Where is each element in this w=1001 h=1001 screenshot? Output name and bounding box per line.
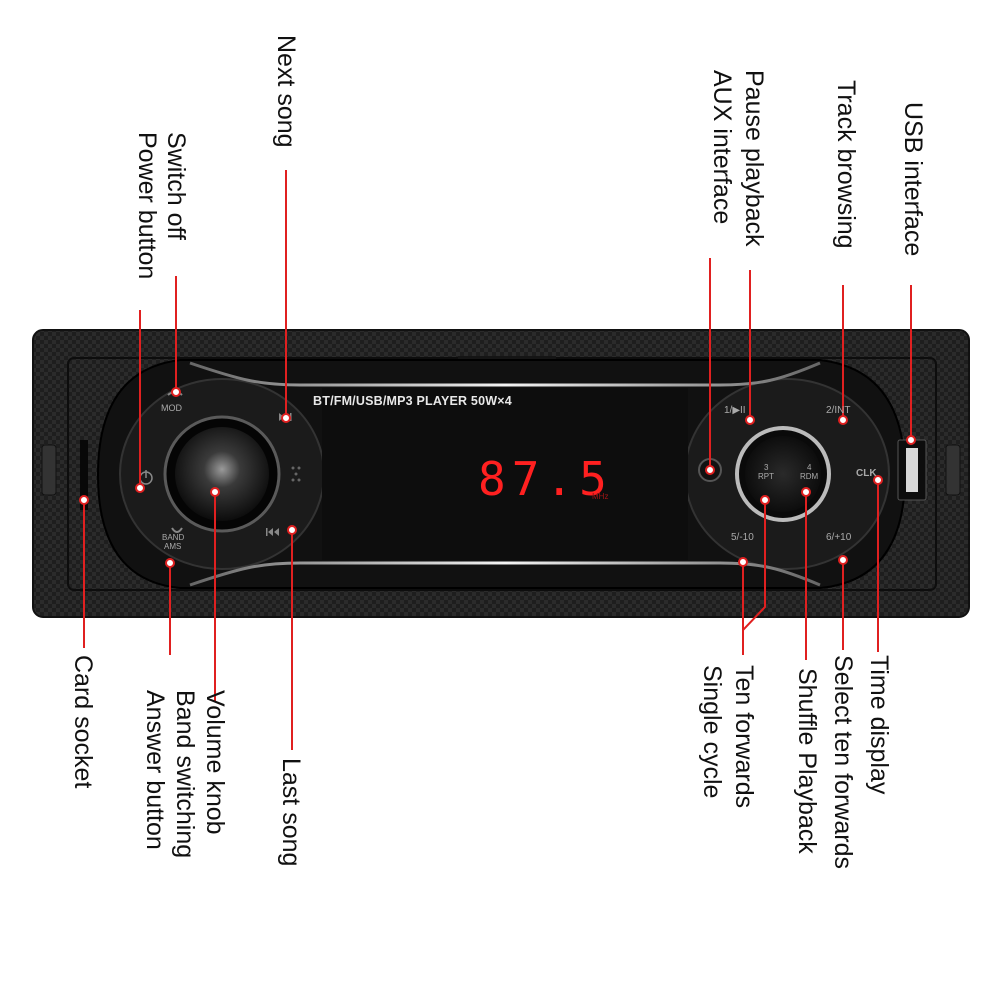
btn3-num[interactable]: 3	[764, 463, 769, 472]
chrome-strip-top	[189, 361, 821, 387]
display-unit: MHz	[592, 492, 609, 501]
callout-answer-button: Answer button	[141, 690, 169, 850]
callout-card-socket: Card socket	[69, 655, 97, 789]
leader-single-cycle	[742, 500, 766, 655]
leader-lines	[83, 170, 912, 750]
callout-time-display: Time display	[865, 655, 893, 795]
prev-track-icon	[266, 528, 279, 536]
display-window	[322, 388, 688, 560]
callout-ten-single: Ten forwards Single cycle	[696, 665, 760, 808]
callout-power-button: Power button	[133, 132, 161, 280]
callout-band-switching: Band switching	[171, 690, 199, 859]
callout-ten-forwards: Ten forwards	[730, 665, 758, 809]
btn4-num[interactable]: 4	[807, 463, 812, 472]
clk-label[interactable]: CLK	[856, 468, 877, 479]
callout-usb-interface: USB interface	[899, 102, 927, 257]
phone-answer-icon	[171, 527, 183, 533]
mod-label: MOD	[161, 403, 182, 413]
right-clip	[945, 444, 961, 496]
callout-aux-interface: AUX interface	[708, 70, 736, 225]
callout-switch-off: Switch off	[162, 132, 190, 240]
volume-knob[interactable]	[175, 427, 269, 521]
leader-dots	[79, 387, 916, 568]
model-text: BT/FM/USB/MP3 PLAYER 50W×4	[313, 394, 512, 408]
chrome-strip-bottom	[189, 561, 821, 587]
left-clip	[41, 444, 57, 496]
mic-grille-icon	[291, 466, 301, 482]
callout-switch-off-power: Switch off Power button	[132, 132, 190, 279]
btn6-label[interactable]: 6/+10	[826, 532, 852, 543]
btn3-sub[interactable]: RPT	[758, 472, 774, 481]
callout-single-cycle: Single cycle	[698, 665, 726, 799]
callout-pause-playback: Pause playback	[740, 70, 768, 247]
btn4-sub[interactable]: RDM	[800, 472, 819, 481]
callout-shuffle-playback: Shuffle Playback	[793, 668, 821, 854]
ams-label: AMS	[164, 542, 182, 551]
callout-pause-aux: Pause playback AUX interface	[706, 70, 770, 247]
btn1-label[interactable]: 1/▶II	[724, 405, 746, 416]
btn2-label[interactable]: 2/INT	[826, 405, 851, 416]
callout-next-song: Next song	[272, 35, 300, 148]
callout-volume-knob: Volume knob	[201, 690, 229, 835]
display-frequency: 87.5	[478, 452, 613, 506]
callout-select-ten-forwards: Select ten forwards	[829, 655, 857, 869]
card-socket-slot[interactable]	[80, 440, 88, 510]
band-label: BAND	[162, 533, 185, 542]
btn5-label[interactable]: 5/-10	[731, 532, 754, 543]
callout-last-song: Last song	[277, 758, 305, 867]
callout-track-browsing: Track browsing	[832, 80, 860, 249]
callout-volume-band-answer: Volume knob Band switching Answer button	[140, 690, 230, 858]
